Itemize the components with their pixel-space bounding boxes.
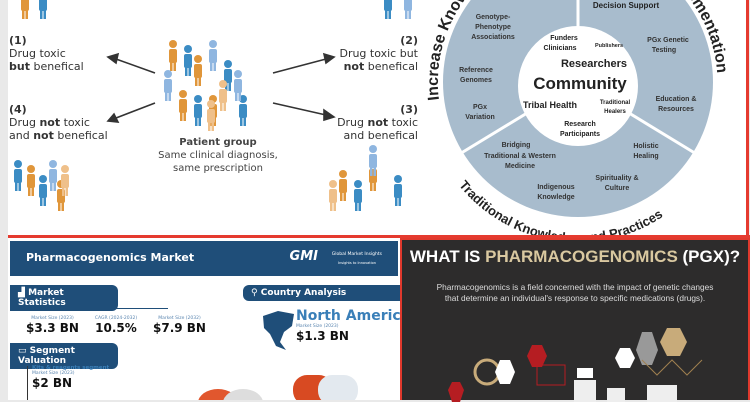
ring-label: Healing [633, 153, 658, 160]
center-label: Traditional [600, 100, 631, 106]
ring-label: Variation [465, 114, 495, 121]
ring-label: Holistic [633, 143, 658, 150]
ring-label: Culture [605, 185, 630, 192]
ring-label: Associations [471, 34, 515, 41]
community-diagram-panel: Increase Knowledge Implementation Tradit… [418, 0, 748, 235]
market-stat: Market Size (2032)$7.9 BN [153, 316, 206, 335]
ring-label: Genotype- [476, 14, 511, 21]
market-title: Pharmacogenomics Market [26, 251, 195, 264]
ring-label: Education & [656, 96, 697, 103]
ring-label: Medicine [505, 163, 535, 170]
market-header: Pharmacogenomics Market GMI Global Marke… [10, 241, 398, 276]
community-diagram: Increase Knowledge Implementation Tradit… [418, 0, 730, 235]
center-label: Funders [550, 35, 578, 42]
ring-label: Resources [658, 106, 694, 113]
location-pin-icon: ⚲ [251, 288, 258, 298]
ring-label: Testing [652, 47, 676, 54]
people-illustration [14, 0, 412, 211]
pgx-illustration [448, 328, 703, 402]
chart-icon: ▟ [18, 288, 25, 298]
ring-label: Bridging [502, 142, 531, 149]
ring-label: Knowledge [537, 194, 574, 201]
north-america-map-icon [263, 311, 294, 350]
ring-label: Traditional & Western [484, 153, 556, 160]
ring-label: PGx Genetic [647, 37, 689, 44]
decision-support-label: Decision Support [593, 1, 660, 10]
country-analysis-tab: ⚲ Country Analysis [243, 285, 403, 301]
ring-label: PGx [473, 104, 487, 111]
center-label: Researchers [561, 58, 627, 70]
center-label: Healers [604, 109, 626, 115]
brand-tagline: Insights to Innovation [338, 261, 376, 265]
center-label: Community [533, 74, 627, 93]
pgx-title: WHAT IS PHARMACOGENOMICS (PGX)? [409, 247, 741, 266]
divider [746, 0, 749, 235]
pill-capsules-illustration [198, 375, 358, 400]
ring-label: Reference [459, 67, 493, 74]
brand-name: Global Market Insights [331, 252, 382, 257]
market-statistics-tab: ▟ Market Statistics [10, 285, 118, 311]
ring-label: Phenotype [475, 24, 511, 31]
market-infographic-panel: Pharmacogenomics Market GMI Global Marke… [8, 238, 410, 400]
ring-label: Spirituality & [595, 175, 638, 182]
center-label: Tribal Health [523, 100, 577, 110]
ring-label: Indigenous [537, 184, 574, 191]
segment-valuation-tab: ▭ Segment Valuation [10, 343, 118, 369]
gmi-logo: GMI [289, 249, 318, 264]
center-label: Publishers [595, 43, 623, 49]
market-stat: CAGR (2024-2032)10.5% [94, 316, 138, 335]
ring-label: Genomes [460, 77, 492, 84]
stats-timeline [48, 308, 168, 309]
divider [8, 235, 750, 238]
pgx-description: Pharmacogenomics is a field concerned wi… [436, 282, 714, 303]
center-label: Participants [560, 131, 600, 138]
what-is-pgx-panel: WHAT IS PHARMACOGENOMICS (PGX)? Pharmaco… [400, 238, 750, 402]
market-stat: Market Size (2023)$3.3 BN [26, 316, 79, 335]
center-label: Research [564, 121, 596, 128]
monitor-icon: ▭ [18, 346, 27, 356]
center-label: Clinicians [543, 45, 576, 52]
